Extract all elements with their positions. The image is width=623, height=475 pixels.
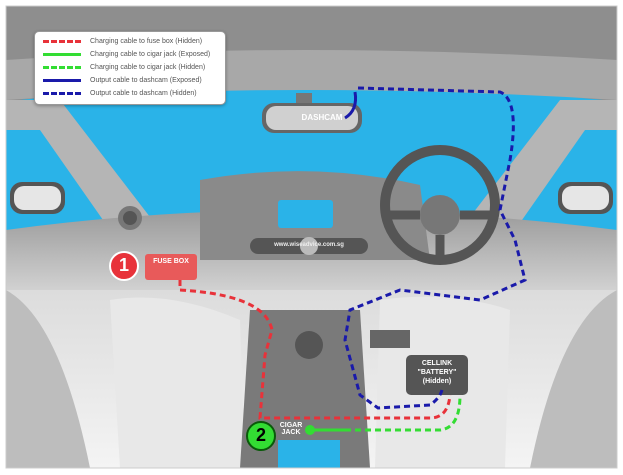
cable-fuse-box-hidden bbox=[178, 280, 452, 420]
legend-item: Output cable to dashcam (Exposed) bbox=[43, 74, 202, 86]
legend-label: Output cable to dashcam (Hidden) bbox=[90, 89, 197, 97]
legend-label: Charging cable to fuse box (Hidden) bbox=[90, 37, 203, 45]
legend-item: Charging cable to cigar jack (Exposed) bbox=[43, 48, 210, 60]
left-seat bbox=[110, 297, 245, 468]
center-screen bbox=[278, 200, 333, 228]
battery-label-1: CELLINK bbox=[421, 360, 453, 367]
left-door bbox=[6, 290, 90, 468]
right-door bbox=[530, 290, 617, 468]
cable-dashcam-exposed bbox=[344, 91, 357, 120]
marker-1 bbox=[109, 251, 139, 281]
battery-label-2: "BATTERY" bbox=[417, 369, 457, 376]
legend-label: Charging cable to cigar jack (Hidden) bbox=[90, 63, 206, 71]
console-screen bbox=[278, 440, 340, 468]
marker-2-number: 2 bbox=[255, 425, 266, 445]
legend-item: Charging cable to fuse box (Hidden) bbox=[43, 35, 202, 47]
legend-label: Charging cable to cigar jack (Exposed) bbox=[90, 50, 211, 58]
cable-cigar-jack-hidden bbox=[345, 394, 462, 432]
dashcam-label: DASHCAM bbox=[301, 113, 343, 122]
marker-2 bbox=[246, 421, 276, 451]
fuse-box-label: FUSE BOX bbox=[153, 258, 189, 265]
cellink-battery bbox=[406, 355, 468, 395]
legend: Charging cable to fuse box (Hidden) Char… bbox=[34, 31, 226, 105]
windshield bbox=[20, 85, 603, 230]
legend-item: Output cable to dashcam (Hidden) bbox=[43, 87, 197, 99]
watermark: www.wiseadvice.com.sg bbox=[274, 242, 344, 248]
marker-1-number: 1 bbox=[118, 255, 129, 275]
legend-label: Output cable to dashcam (Exposed) bbox=[90, 76, 202, 84]
battery-label-3: (Hidden) bbox=[422, 378, 452, 385]
legend-item: Charging cable to cigar jack (Hidden) bbox=[43, 61, 205, 73]
cable-dashcam-hidden bbox=[343, 86, 527, 410]
fuse-box bbox=[145, 254, 197, 280]
steering-wheel bbox=[380, 145, 500, 265]
cigar-jack-label: CIGAR JACK bbox=[279, 422, 303, 437]
